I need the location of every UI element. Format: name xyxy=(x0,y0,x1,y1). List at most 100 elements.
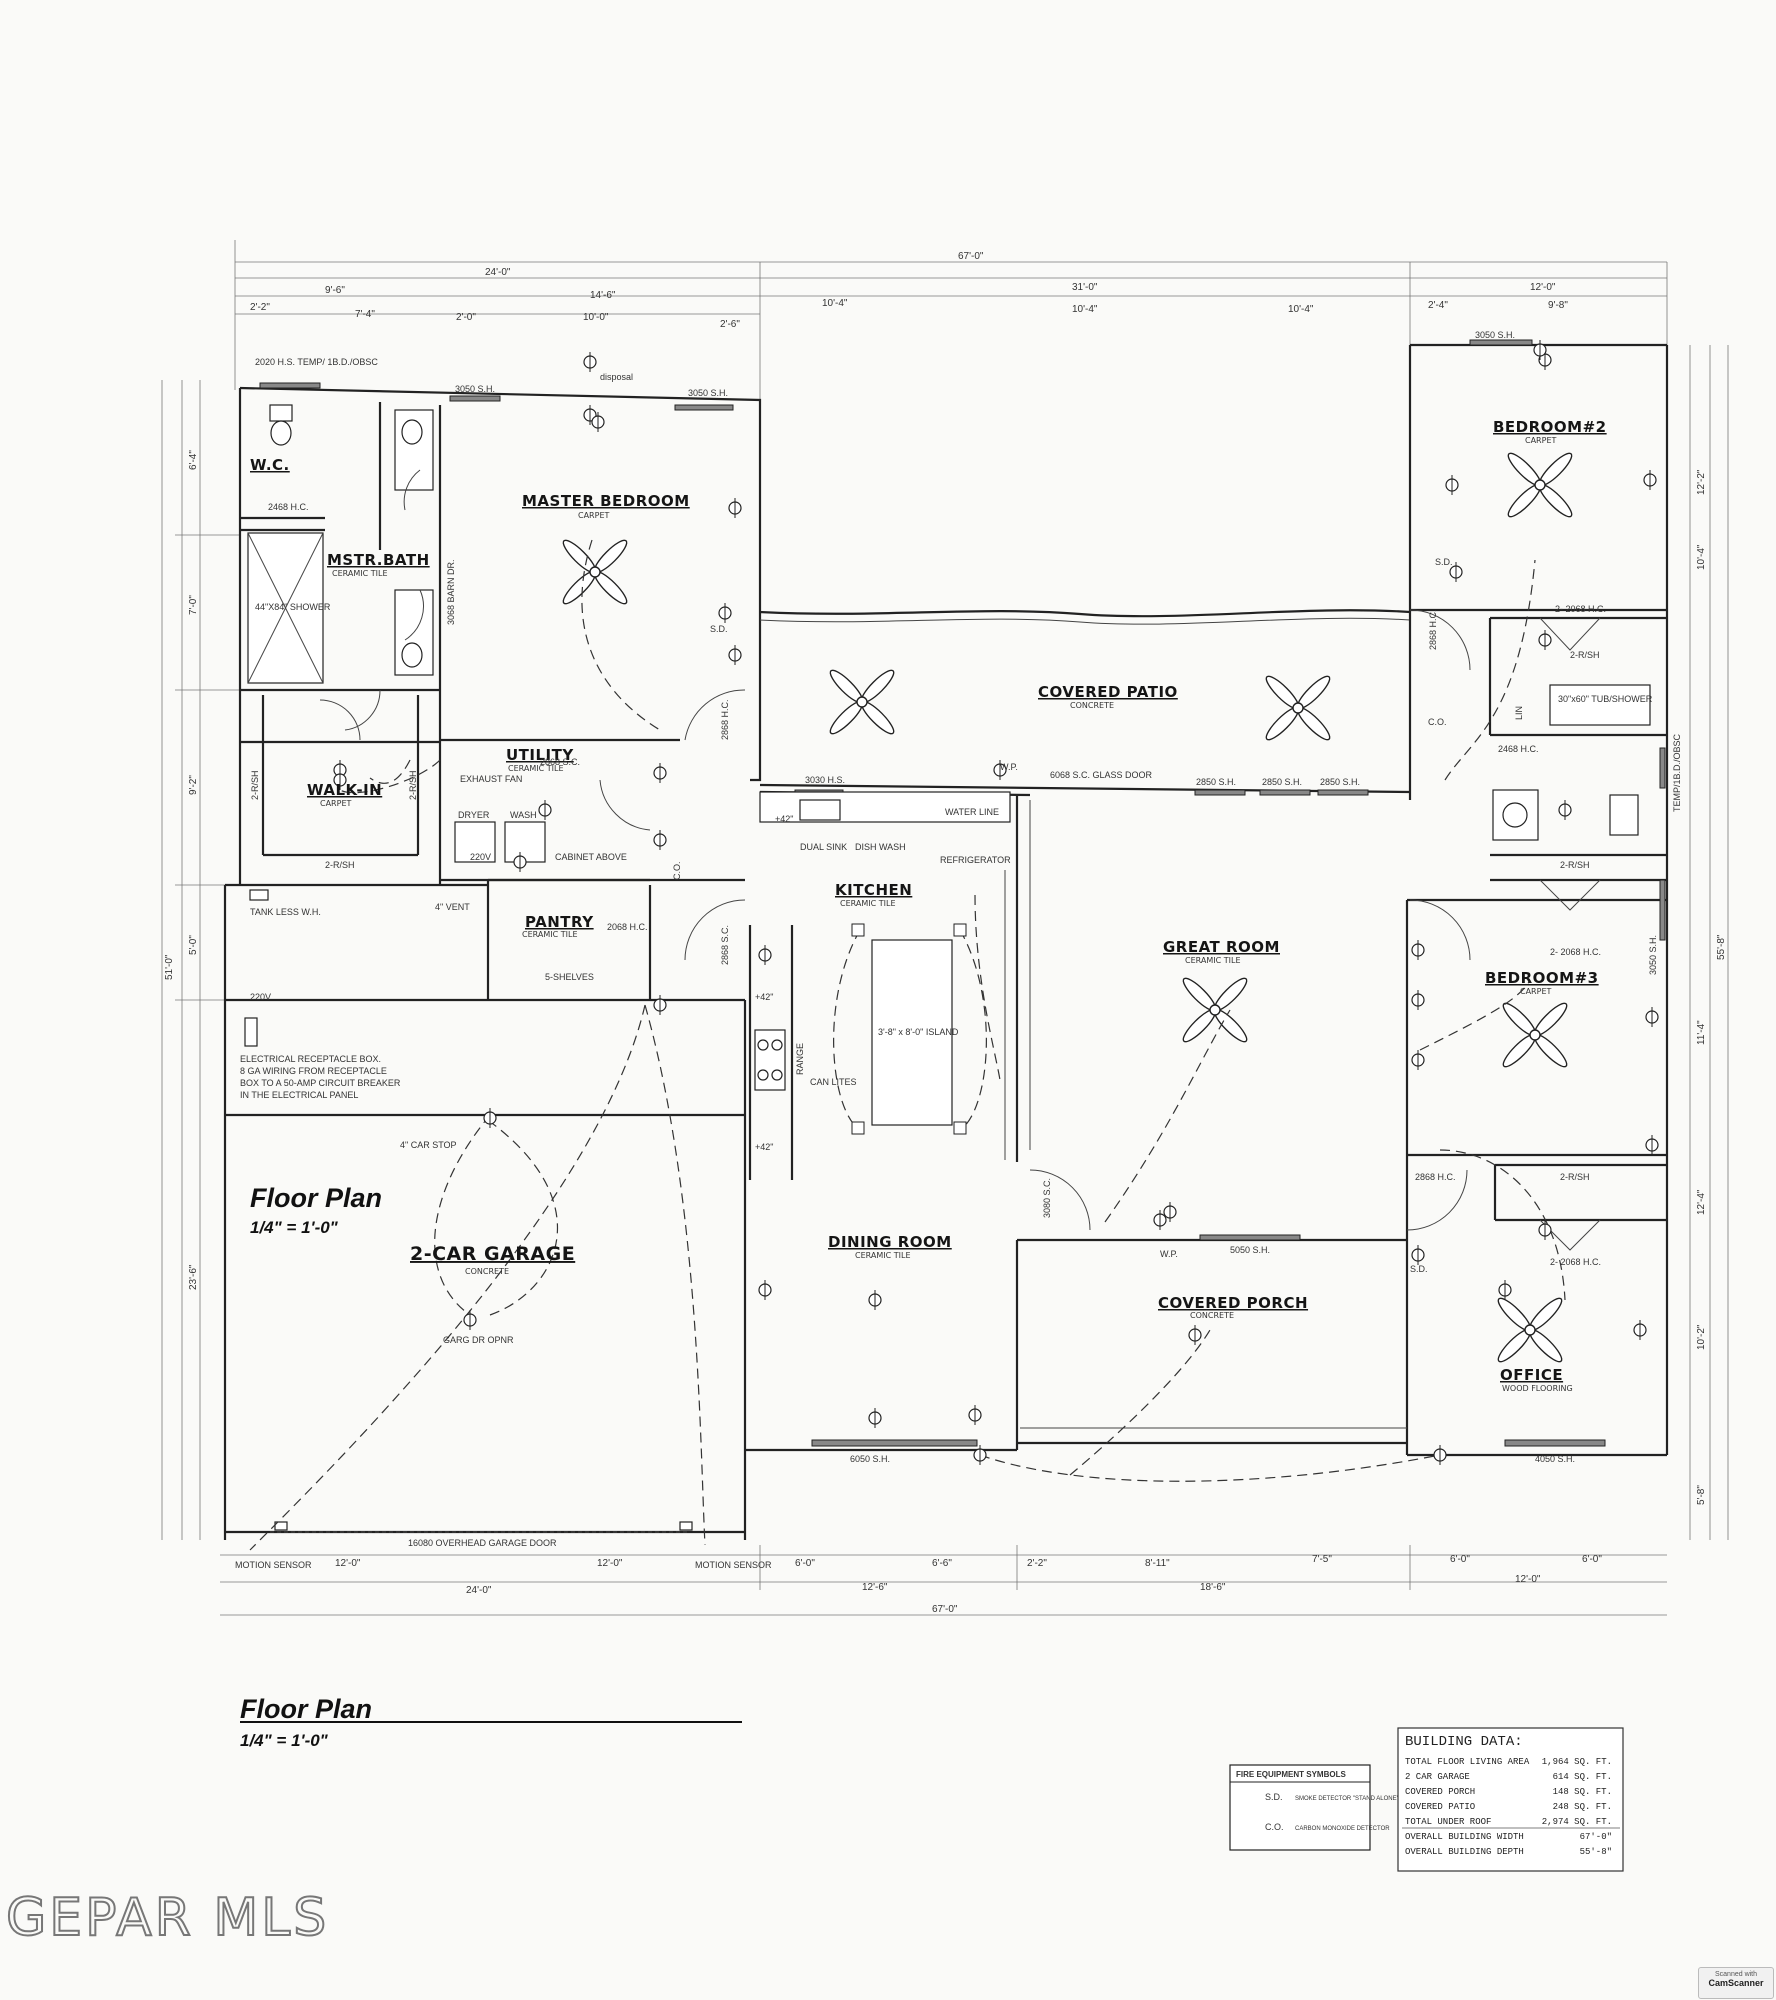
dim-right-part-0: 12'-2" xyxy=(1696,469,1707,495)
dim-top-row2-5: 2'-4" xyxy=(1428,300,1448,311)
room-bedroom3-finish: CARPET xyxy=(1520,987,1551,996)
building-data-label: 2 CAR GARAGE xyxy=(1405,1772,1470,1782)
dim-bottom-overall: 67'-0" xyxy=(932,1604,958,1615)
note-motion-right: MOTION SENSOR xyxy=(695,1560,772,1570)
note-window-2850-3: 2850 S.H. xyxy=(1320,777,1360,787)
room-garage-finish: CONCRETE xyxy=(465,1267,509,1276)
room-labels: MASTER BEDROOM CARPET W.C. MSTR.BATH CER… xyxy=(250,418,1607,1393)
ceiling-fan-icon xyxy=(1497,1297,1563,1363)
note-shower: 44"X84" SHOWER xyxy=(255,602,331,612)
note-motion-left: MOTION SENSOR xyxy=(235,1560,312,1570)
dim-bottom-row1-7: 6'-0" xyxy=(1450,1554,1470,1565)
room-office: OFFICE xyxy=(1500,1366,1563,1384)
note-window-2850-1: 2850 S.H. xyxy=(1196,777,1236,787)
dim-bottom-row2-3: 12'-0" xyxy=(1515,1574,1541,1585)
dim-bottom-row1-0: 12'-0" xyxy=(335,1558,361,1569)
note-door-2868-sc: 2868 S.C. xyxy=(540,757,580,767)
building-data-value: 148 SQ. FT. xyxy=(1553,1787,1612,1797)
dim-top-row3-4: 2'-6" xyxy=(720,319,740,330)
dim-bottom-row1-5: 8'-11" xyxy=(1145,1558,1170,1569)
note-wp-porch: W.P. xyxy=(1160,1249,1178,1259)
scanner-badge: Scanned with CamScanner xyxy=(1698,1967,1774,1999)
note-can-lites: CAN LITES xyxy=(810,1077,857,1087)
note-receptacle-0: ELECTRICAL RECEPTACLE BOX. xyxy=(240,1054,381,1064)
room-utility: UTILITY xyxy=(506,746,574,764)
annotations: 2020 H.S. TEMP/ 1B.D./OBSC 3050 S.H. 305… xyxy=(235,330,1682,1570)
note-plus42-2: +42" xyxy=(755,1142,773,1152)
dim-bottom-row1-1: 12'-0" xyxy=(597,1558,623,1569)
doors xyxy=(319,469,1601,1251)
room-great-room-finish: CERAMIC TILE xyxy=(1185,956,1241,965)
dim-top-row2-1: 14'-6" xyxy=(590,290,616,301)
note-sd-br2: S.D. xyxy=(1435,557,1453,567)
note-shelf-walkin-r: 2-R/SH xyxy=(408,770,418,800)
note-two-2068-br2: 2- 2068 H.C. xyxy=(1555,604,1606,614)
right-dimensions: 55'-8" 12'-2" 10'-4" 11'-4" 12'-4" 10'-2… xyxy=(1689,345,1729,1540)
inner-title-block: Floor Plan 1/4" = 1'-0" xyxy=(250,1183,382,1237)
dual-sink xyxy=(799,799,841,821)
note-two-2068-office: 2- 2068 H.C. xyxy=(1550,1257,1601,1267)
room-mstr-bath: MSTR.BATH xyxy=(327,551,430,569)
window-patio-1 xyxy=(1194,789,1246,796)
note-window-2850-2: 2850 S.H. xyxy=(1262,777,1302,787)
dim-left-part-4: 23'-6" xyxy=(188,1264,199,1290)
window-dining xyxy=(811,1439,978,1447)
room-covered-patio-finish: CONCRETE xyxy=(1070,701,1114,710)
note-window-br3: 3050 S.H. xyxy=(1648,935,1658,975)
note-receptacle-3: IN THE ELECTRICAL PANEL xyxy=(240,1090,358,1100)
dim-top-row3-2: 2'-0" xyxy=(456,312,476,323)
room-bedroom2: BEDROOM#2 xyxy=(1493,418,1607,436)
garage-door xyxy=(270,1521,693,1533)
room-covered-porch: COVERED PORCH xyxy=(1158,1294,1308,1312)
note-garage-door: 16080 OVERHEAD GARAGE DOOR xyxy=(408,1538,557,1548)
note-plus42-1: +42" xyxy=(755,992,773,1002)
note-co-hall: C.O. xyxy=(1428,717,1447,727)
note-temp-obsc: TEMP/1B.D./OBSC xyxy=(1672,733,1682,812)
ceiling-fan-icon xyxy=(1502,1002,1568,1068)
dim-top-overall: 67'-0" xyxy=(958,251,984,262)
toilet-br xyxy=(1609,794,1639,836)
note-sd-office: S.D. xyxy=(1410,1264,1428,1274)
note-shelf-bath: 2-R/SH xyxy=(1560,860,1590,870)
building-data-value: 67'-0" xyxy=(1580,1832,1612,1842)
dim-top-row2-0: 9'-6" xyxy=(325,285,345,296)
dim-bottom-row1-3: 6'-6" xyxy=(932,1558,952,1569)
outlets xyxy=(333,340,1659,1465)
window-porch xyxy=(1199,1234,1301,1241)
dim-top-row3-3: 10'-0" xyxy=(583,312,609,323)
note-tub: 30"x60" TUB/SHOWER xyxy=(1558,694,1653,704)
note-shelf-office: 2-R/SH xyxy=(1560,1172,1590,1182)
note-car-stop: 4" CAR STOP xyxy=(400,1140,457,1150)
ceiling-fan-icon xyxy=(1507,452,1573,518)
note-door-2468-wc: 2468 H.C. xyxy=(268,502,309,512)
room-garage: 2-CAR GARAGE xyxy=(410,1243,575,1265)
room-wc: W.C. xyxy=(250,456,290,474)
dim-left-part-0: 6'-4" xyxy=(188,450,199,470)
room-covered-patio: COVERED PATIO xyxy=(1038,683,1178,701)
windows xyxy=(259,339,1666,1447)
building-data-label: OVERALL BUILDING DEPTH xyxy=(1405,1847,1524,1857)
note-door-2868-br2: 2868 H.C. xyxy=(1428,609,1438,650)
ceiling-fan-icon xyxy=(1265,675,1331,741)
note-sd-mb: S.D. xyxy=(710,624,728,634)
note-window-2020: 2020 H.S. TEMP/ 1B.D./OBSC xyxy=(255,357,378,367)
fire-symbols-table: FIRE EQUIPMENT SYMBOLS S.D. SMOKE DETECT… xyxy=(1229,1764,1399,1851)
building-data-label: OVERALL BUILDING WIDTH xyxy=(1405,1832,1524,1842)
dim-left-part-1: 7'-0" xyxy=(188,595,199,615)
window-patio-2 xyxy=(1259,789,1311,796)
room-bedroom2-finish: CARPET xyxy=(1525,436,1556,445)
note-barn-door: 3068 BARN DR. xyxy=(446,559,456,625)
note-receptacle-1: 8 GA WIRING FROM RECEPTACLE xyxy=(240,1066,387,1076)
note-window-5050: 5050 S.H. xyxy=(1230,1245,1270,1255)
building-data-label: COVERED PORCH xyxy=(1405,1787,1475,1797)
fire-symbol-desc-0: SMOKE DETECTOR "STAND ALONE" xyxy=(1295,1796,1399,1802)
window-patio-3 xyxy=(1317,789,1369,796)
inner-title: Floor Plan xyxy=(250,1183,382,1213)
dim-right-part-4: 10'-2" xyxy=(1696,1324,1707,1350)
dim-bottom-row2-1: 12'-6" xyxy=(862,1582,888,1593)
room-mstr-bath-finish: CERAMIC TILE xyxy=(332,569,388,578)
dim-left-part-3: 5'-0" xyxy=(188,935,199,955)
can-light-icon xyxy=(851,923,865,937)
dim-right-part-1: 10'-4" xyxy=(1696,544,1707,570)
note-disposal: disposal xyxy=(600,372,633,382)
